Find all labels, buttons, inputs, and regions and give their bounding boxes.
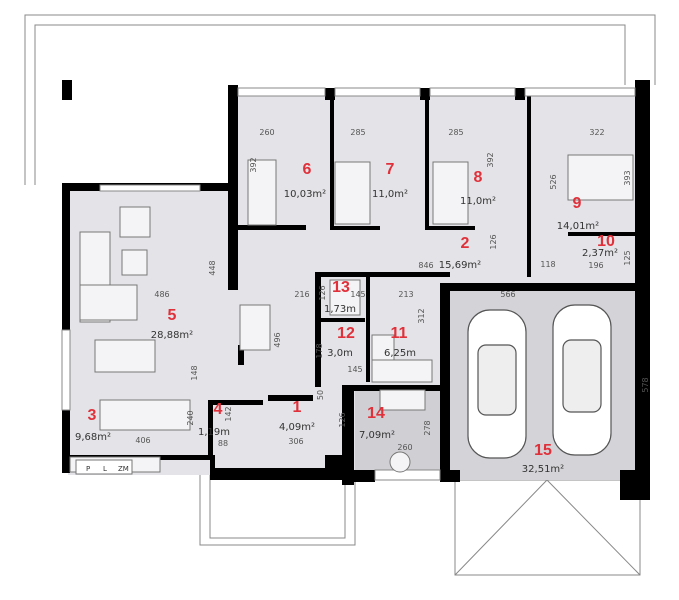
dimension-label: 126 xyxy=(489,234,498,249)
cars xyxy=(467,304,612,459)
dimension-label: 196 xyxy=(588,261,603,270)
room-number: 9 xyxy=(573,195,582,212)
dimension-label: 148 xyxy=(190,365,199,380)
room-area: 11,0m² xyxy=(372,189,408,200)
room-area: 6,25m xyxy=(384,348,416,359)
dimension-label: 392 xyxy=(486,152,495,167)
dimension-label: 496 xyxy=(273,332,282,347)
room-area: 4,09m² xyxy=(279,422,315,433)
dimension-label: 392 xyxy=(249,157,258,172)
room-area: 9,68m² xyxy=(75,432,111,443)
dimension-label: 306 xyxy=(288,437,303,446)
room-number: 8 xyxy=(474,169,483,186)
dimension-label: 216 xyxy=(294,290,309,299)
dimension-label: 126 xyxy=(318,285,327,300)
room-number: 10 xyxy=(597,233,615,250)
room-area: 1,73m xyxy=(324,304,356,315)
dimension-label: 322 xyxy=(589,128,604,137)
room-number: 7 xyxy=(386,161,395,178)
room-area: 32,51m² xyxy=(522,464,564,475)
room-area: 7,09m² xyxy=(359,430,395,441)
dimension-label: 145 xyxy=(350,290,365,299)
dimension-label: 285 xyxy=(448,128,463,137)
dimension-label: 260 xyxy=(397,443,412,452)
dimension-label: 578 xyxy=(641,377,650,392)
room-area: 11,0m² xyxy=(460,196,496,207)
room-area: 15,69m² xyxy=(439,260,481,271)
dimension-label: 285 xyxy=(350,128,365,137)
room-labels: 1 4,09m² 2 15,69m² 3 9,68m² 4 1,19m 5 28,88m² 6 10,… xyxy=(75,161,618,475)
room-area: 1,19m xyxy=(198,427,230,438)
dimension-label: 393 xyxy=(623,170,632,185)
room-area: 14,01m² xyxy=(557,221,599,232)
windows xyxy=(61,87,636,481)
dimension-label: 213 xyxy=(398,290,413,299)
dimension-label: 486 xyxy=(154,290,169,299)
dimension-label: 118 xyxy=(540,260,555,269)
closet-label: ZM xyxy=(118,465,129,473)
dimension-label: 278 xyxy=(423,420,432,435)
room-number: 11 xyxy=(391,325,408,342)
dimension-label: 50 xyxy=(316,390,325,400)
dimension-label: 448 xyxy=(208,260,217,275)
closet-label: P xyxy=(86,465,90,473)
room-number: 3 xyxy=(88,407,97,424)
furniture xyxy=(69,154,634,473)
closet-label: L xyxy=(103,465,107,473)
room-number: 2 xyxy=(461,235,470,252)
dimension-label: 178 xyxy=(315,343,324,358)
dimension-label: 312 xyxy=(417,308,426,323)
room-number: 14 xyxy=(367,405,385,422)
room-area: 2,37m² xyxy=(582,248,618,259)
room-area: 10,03m² xyxy=(284,189,326,200)
dimension-label: 142 xyxy=(224,406,233,421)
room-number: 1 xyxy=(293,399,302,416)
closet-labels: P L ZM xyxy=(75,459,133,475)
room-number: 5 xyxy=(168,307,177,324)
dimension-label: 240 xyxy=(186,410,195,425)
dimension-label: 566 xyxy=(500,290,515,299)
dimension-label: 260 xyxy=(259,128,274,137)
room-number: 12 xyxy=(337,325,355,342)
room-area: 28,88m² xyxy=(151,330,193,341)
room-number: 4 xyxy=(214,401,223,418)
room-number: 6 xyxy=(303,161,312,178)
dimension-label: 126 xyxy=(338,412,347,427)
dimension-label: 846 xyxy=(418,261,433,270)
dimension-label: 125 xyxy=(623,250,632,265)
walls xyxy=(62,80,650,500)
dimension-label: 88 xyxy=(218,439,228,448)
room-number: 13 xyxy=(332,279,350,296)
dimension-label: 145 xyxy=(347,365,362,374)
room-number: 15 xyxy=(534,442,552,459)
dimension-label: 406 xyxy=(135,436,150,445)
room-area: 3,0m xyxy=(327,348,353,359)
dimension-label: 526 xyxy=(549,174,558,189)
